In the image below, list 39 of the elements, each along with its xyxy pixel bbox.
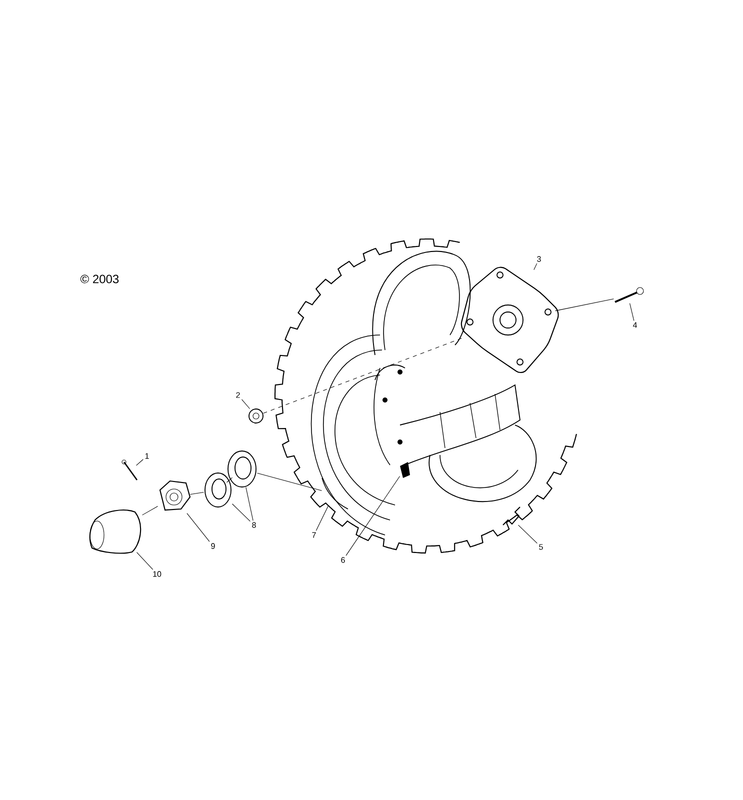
- leader-line: [316, 506, 328, 531]
- center-line: [190, 492, 204, 495]
- center-line: [555, 298, 614, 312]
- leader-line: [518, 524, 538, 544]
- callout-number: 5: [539, 544, 543, 550]
- nut-drawing: [248, 408, 264, 424]
- hub-drawing: [460, 266, 559, 374]
- leader-line: [242, 399, 250, 409]
- callout-number: 4: [632, 322, 637, 328]
- center-line: [263, 336, 465, 414]
- castle-nut-drawing: [159, 480, 191, 511]
- callout-number: 8: [252, 522, 256, 528]
- hub-cap-drawing: [89, 510, 142, 554]
- cotter-pin-drawing: [122, 460, 138, 480]
- callout-number: 10: [153, 571, 162, 577]
- copyright-note: © 2003: [80, 274, 119, 284]
- bolt-drawing: [614, 287, 644, 303]
- leader-line: [246, 487, 254, 521]
- rim-edge: [322, 478, 348, 510]
- callout-number: 9: [211, 543, 215, 549]
- callout-number: 1: [145, 453, 149, 459]
- callout-number: 3: [537, 256, 541, 262]
- valve-stem-drawing: [400, 462, 410, 478]
- leader-line: [186, 513, 210, 542]
- leader-line: [346, 476, 400, 556]
- leader-line: [232, 504, 250, 522]
- callout-number: 2: [236, 392, 240, 398]
- leader-line: [534, 263, 538, 270]
- washer-drawing: [228, 450, 256, 488]
- washer-drawing: [204, 472, 232, 508]
- leader-line: [630, 303, 634, 321]
- center-line: [257, 472, 322, 491]
- callout-number: 6: [341, 557, 345, 563]
- center-line: [142, 506, 158, 516]
- leader-line: [136, 459, 144, 466]
- center-line: [226, 477, 233, 483]
- leader-line: [136, 552, 154, 570]
- tire-tread: [502, 506, 520, 526]
- callout-number: 7: [312, 532, 316, 538]
